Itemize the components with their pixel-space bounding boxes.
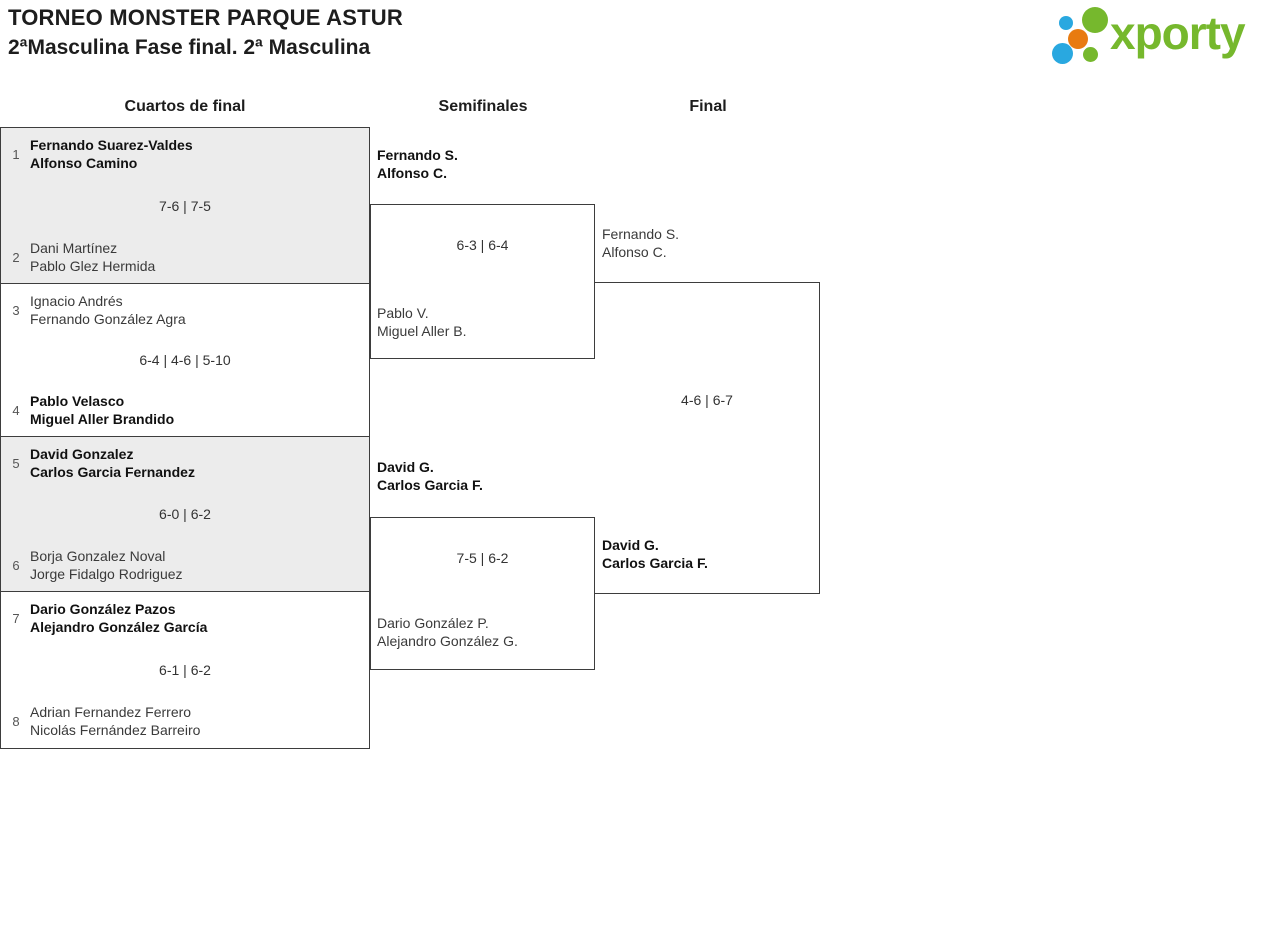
round-header-final: Final: [689, 98, 727, 115]
final-team-bottom: David G. Carlos Garcia F.: [602, 537, 708, 571]
sf-match-2-box: 7-5 | 6-2: [370, 517, 595, 670]
qf1-team-bottom: 2 Dani Martínez Pablo Glez Hermida: [7, 239, 155, 275]
seed-number: 2: [12, 249, 20, 265]
qf4-team-top: 7 Dario González Pazos Alejandro Gonzále…: [7, 600, 207, 636]
qf2-team-top: 3 Ignacio Andrés Fernando González Agra: [7, 292, 185, 328]
round-header-semifinals: Semifinales: [438, 98, 528, 115]
qf2-team-bottom: 4 Pablo Velasco Miguel Aller Brandido: [7, 392, 174, 428]
sf1-team-bottom: Pablo V. Miguel Aller B.: [377, 305, 467, 339]
logo-wordmark: xporty: [1110, 7, 1246, 59]
qf3-team-bottom: 6 Borja Gonzalez Noval Jorge Fidalgo Rod…: [7, 547, 182, 583]
seed-number: 5: [12, 455, 20, 471]
sf1-score: 6-3 | 6-4: [456, 237, 509, 253]
logo-dot-green-small-icon: [1083, 47, 1098, 62]
qf-match-3: 5 David Gonzalez Carlos Garcia Fernandez…: [1, 437, 369, 592]
qf4-score: 6-1 | 6-2: [159, 661, 211, 678]
qf-match-2: 3 Ignacio Andrés Fernando González Agra …: [1, 284, 369, 437]
sf2-team-top: David G. Carlos Garcia F.: [377, 459, 483, 493]
sf2-team-bottom: Dario González P. Alejandro González G.: [377, 615, 518, 649]
seed-number: 3: [12, 302, 20, 318]
seed-number: 4: [12, 402, 20, 418]
seed-number: 7: [12, 610, 20, 626]
qf1-score: 7-6 | 7-5: [159, 197, 211, 214]
logo-dot-blue-small-icon: [1059, 16, 1073, 30]
seed-number: 8: [12, 713, 20, 729]
qf3-team-top: 5 David Gonzalez Carlos Garcia Fernandez: [7, 445, 195, 481]
final-team-top: Fernando S. Alfonso C.: [602, 226, 680, 260]
qf1-team-top: 1 Fernando Suarez-Valdes Alfonso Camino: [7, 136, 192, 172]
sf1-team-top: Fernando S. Alfonso C.: [377, 147, 458, 181]
final-match-box: 4-6 | 6-7: [595, 282, 820, 594]
qf-match-4: 7 Dario González Pazos Alejandro Gonzále…: [1, 592, 369, 747]
tournament-title: TORNEO MONSTER PARQUE ASTUR: [8, 5, 403, 30]
logo-dot-green-large-icon: [1082, 7, 1108, 33]
round-header-quarterfinals: Cuartos de final: [124, 98, 246, 115]
xporty-logo[interactable]: xporty: [1045, 0, 1280, 70]
qf-match-1: 1 Fernando Suarez-Valdes Alfonso Camino …: [1, 128, 369, 284]
tournament-subtitle: 2ªMasculina Fase final. 2ª Masculina: [8, 36, 371, 59]
sf-match-1-box: 6-3 | 6-4: [370, 204, 595, 359]
logo-dot-orange-icon: [1068, 29, 1088, 49]
quarterfinals-column: 1 Fernando Suarez-Valdes Alfonso Camino …: [0, 127, 370, 749]
qf3-score: 6-0 | 6-2: [159, 506, 211, 522]
final-score: 4-6 | 6-7: [681, 392, 733, 408]
qf4-team-bottom: 8 Adrian Fernandez Ferrero Nicolás Ferná…: [7, 703, 200, 739]
seed-number: 6: [12, 557, 20, 573]
seed-number: 1: [12, 146, 20, 162]
sf2-score: 7-5 | 6-2: [456, 550, 509, 566]
logo-dot-blue-large-icon: [1052, 43, 1073, 64]
qf2-score: 6-4 | 4-6 | 5-10: [139, 352, 231, 368]
